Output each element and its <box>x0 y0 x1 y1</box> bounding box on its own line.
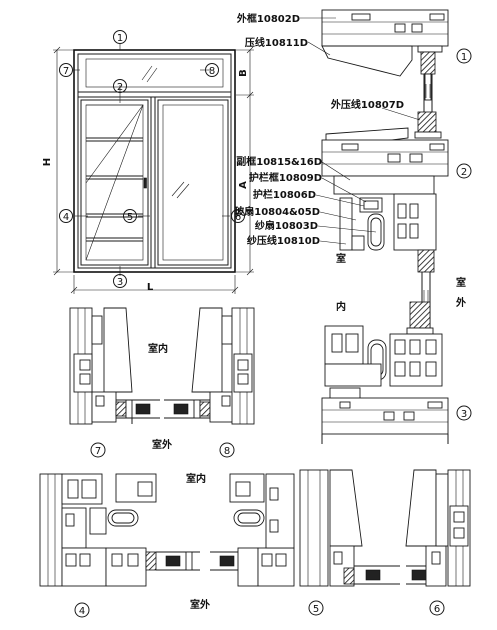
section-7-8: 室内 室外 7 8 <box>69 307 255 458</box>
elevation-view: 1 2 3 4 5 6 7 8 L H <box>42 30 254 294</box>
label-bead: 压线10811D <box>245 36 308 49</box>
label-screen-sash: 纱扇10803D <box>254 219 318 232</box>
vertical-section: 外框10802D 压线10811D 外压线10807D 副框10815&16D … <box>234 9 472 444</box>
guard-bars <box>86 137 143 242</box>
dim-b-label: B <box>238 69 249 77</box>
section-4-5-6: 室内 室外 4 5 6 <box>39 469 471 618</box>
label-sub-frame: 副框10815&16D <box>236 155 322 168</box>
section-78-indoor: 室内 <box>148 342 168 355</box>
head-frame-profile <box>321 9 449 101</box>
marker-6: 6 <box>235 212 241 223</box>
section-circle-4: 4 <box>79 606 85 617</box>
marker-1: 1 <box>117 33 123 44</box>
section-circle-8: 8 <box>224 446 230 457</box>
dim-height-label: H <box>42 158 53 166</box>
marker-2: 2 <box>117 82 123 93</box>
marker-5: 5 <box>127 212 133 223</box>
section-circle-2: 2 <box>461 167 467 178</box>
transom-glass <box>85 58 224 88</box>
sill-profile <box>321 325 449 444</box>
label-outer-bead: 外压线10807D <box>330 98 404 111</box>
outdoor-char-1: 室 <box>456 276 466 289</box>
transom-profile <box>321 111 449 177</box>
label-guard-frame: 护栏框10809D <box>249 171 322 184</box>
indoor-char-1: 室 <box>336 252 346 265</box>
marker-3: 3 <box>117 277 123 288</box>
sash-assembly <box>333 175 437 273</box>
right-pane <box>157 99 229 266</box>
section-456-outdoor: 室外 <box>190 598 210 611</box>
marker-4: 4 <box>63 212 69 223</box>
section-circle-5: 5 <box>313 604 319 615</box>
section-circle-1: 1 <box>461 52 467 63</box>
marker-7: 7 <box>63 66 69 77</box>
part-labels: 外框10802D 压线10811D 外压线10807D 副框10815&16D … <box>234 12 404 247</box>
indoor-char-2: 内 <box>336 300 346 313</box>
dim-a-label: A <box>238 181 249 189</box>
section-456-indoor: 室内 <box>186 472 206 485</box>
outdoor-char-2: 外 <box>455 296 466 309</box>
label-guard-rail: 护栏10806D <box>253 188 316 201</box>
label-glass-sash: 玻扇10804&05D <box>234 205 320 218</box>
outer-frame <box>73 49 236 273</box>
section-circle-6: 6 <box>434 604 440 615</box>
label-outer-frame: 外框10802D <box>236 12 300 25</box>
section-78-outdoor: 室外 <box>152 438 172 451</box>
label-screen-bead: 纱压线10810D <box>246 234 320 247</box>
section-circle-3: 3 <box>461 409 467 420</box>
glass-strip-lower <box>406 272 434 336</box>
section-circle-7: 7 <box>95 446 101 457</box>
elevation-markers: 1 2 3 4 5 6 7 8 <box>59 30 245 288</box>
dimensions: L H B A <box>42 46 254 294</box>
dim-width-label: L <box>147 282 154 293</box>
left-sash <box>80 99 149 266</box>
part-leaders <box>300 17 421 245</box>
marker-8: 8 <box>209 66 215 77</box>
handle <box>143 177 147 189</box>
